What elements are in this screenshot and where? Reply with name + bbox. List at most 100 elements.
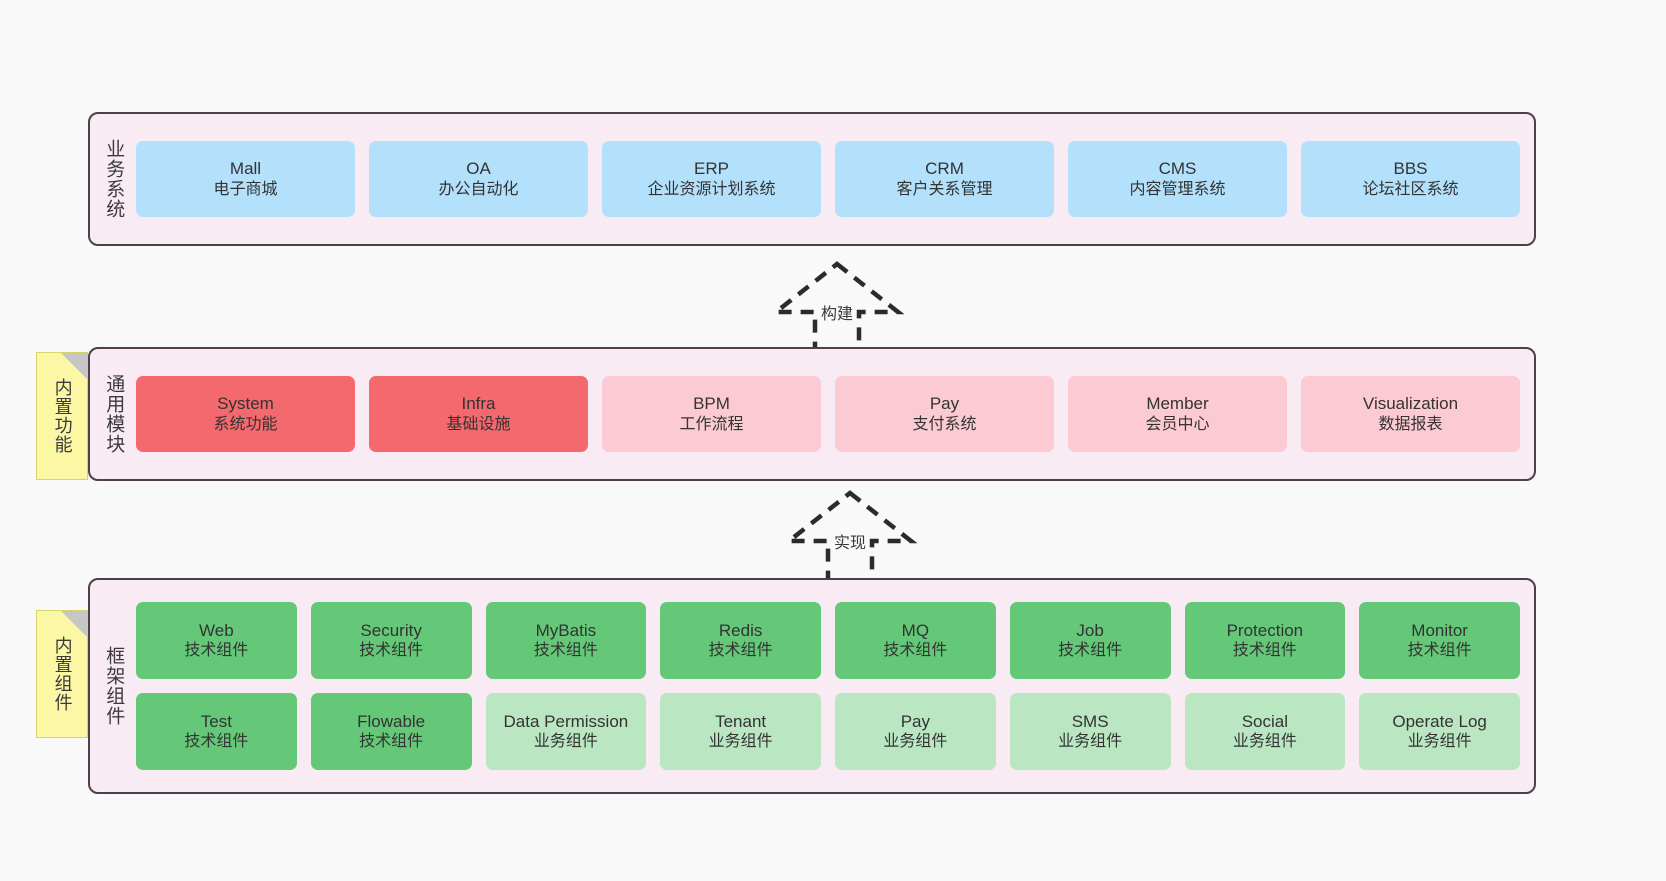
node-subtitle: 技术组件 — [883, 642, 948, 660]
node-title: Infra — [461, 394, 496, 414]
node-subtitle: 业务组件 — [883, 733, 948, 751]
node-tenant[interactable]: Tenant 业务组件 — [660, 693, 821, 770]
node-subtitle: 业务组件 — [1407, 733, 1472, 751]
connector-build: 构建 — [762, 258, 912, 355]
layer-body-common-modules: System 系统功能 Infra 基础设施 BPM 工作流程 Pay 支付系统… — [136, 349, 1534, 479]
node-subtitle: 论坛社区系统 — [1362, 180, 1459, 198]
connector-label-build: 构建 — [820, 306, 853, 323]
node-protection[interactable]: Protection 技术组件 — [1184, 602, 1346, 679]
node-bpm[interactable]: BPM 工作流程 — [602, 376, 821, 452]
node-oa[interactable]: OA 办公自动化 — [369, 141, 588, 217]
layer-title-framework-components: 框架组件 — [103, 646, 125, 726]
note-built-in-components[interactable]: 内置组件 — [36, 610, 88, 738]
node-title: MyBatis — [535, 620, 597, 640]
node-social[interactable]: Social 业务组件 — [1184, 693, 1346, 770]
node-monitor[interactable]: Monitor 技术组件 — [1359, 602, 1520, 679]
node-system[interactable]: System 系统功能 — [136, 376, 355, 452]
node-row: Test 技术组件 Flowable 技术组件 Data Permission … — [136, 693, 1520, 770]
node-sms[interactable]: SMS 业务组件 — [1009, 693, 1171, 770]
page-fold-icon — [61, 611, 87, 637]
node-infra[interactable]: Infra 基础设施 — [369, 376, 588, 452]
layer-framework-components: 框架组件 Web 技术组件 Security 技术组件 MyBatis 技术组件 — [88, 578, 1536, 794]
node-subtitle: 数据报表 — [1378, 415, 1443, 433]
node-cms[interactable]: CMS 内容管理系统 — [1068, 141, 1287, 217]
node-title: Job — [1076, 620, 1104, 640]
node-member[interactable]: Member 会员中心 — [1068, 376, 1287, 452]
note-text: 内置功能 — [52, 378, 73, 454]
layer-body-business-systems: Mall 电子商城 OA 办公自动化 ERP 企业资源计划系统 CRM 客户关系… — [136, 114, 1534, 244]
node-crm[interactable]: CRM 客户关系管理 — [835, 141, 1054, 217]
node-title: Data Permission — [503, 711, 629, 731]
node-subtitle: 技术组件 — [533, 642, 598, 660]
node-title: Test — [200, 711, 232, 731]
connector-label-implement: 实现 — [833, 535, 866, 552]
node-title: OA — [466, 159, 491, 179]
node-title: System — [217, 394, 274, 414]
layer-business-systems: 业务系统 Mall 电子商城 OA 办公自动化 ERP 企业资源计划系统 CRM… — [88, 112, 1536, 246]
node-subtitle: 支付系统 — [912, 415, 977, 433]
layer-title-business-systems: 业务系统 — [103, 139, 125, 219]
node-subtitle: 业务组件 — [1232, 733, 1297, 751]
node-subtitle: 业务组件 — [533, 733, 598, 751]
node-pay-component[interactable]: Pay 业务组件 — [835, 693, 996, 770]
connector-implement: 实现 — [775, 487, 925, 584]
node-mybatis[interactable]: MyBatis 技术组件 — [485, 602, 647, 679]
node-redis[interactable]: Redis 技术组件 — [660, 602, 821, 679]
node-subtitle: 企业资源计划系统 — [647, 180, 776, 198]
node-pay-module[interactable]: Pay 支付系统 — [835, 376, 1054, 452]
node-security[interactable]: Security 技术组件 — [310, 602, 472, 679]
node-subtitle: 系统功能 — [213, 415, 278, 433]
node-test[interactable]: Test 技术组件 — [136, 693, 297, 770]
node-visualization[interactable]: Visualization 数据报表 — [1301, 376, 1520, 452]
node-bbs[interactable]: BBS 论坛社区系统 — [1301, 141, 1520, 217]
node-data-permission[interactable]: Data Permission 业务组件 — [485, 693, 647, 770]
node-title: Member — [1146, 394, 1209, 414]
layer-common-modules: 通用模块 System 系统功能 Infra 基础设施 BPM 工作流程 Pay… — [88, 347, 1536, 481]
node-subtitle: 技术组件 — [184, 642, 249, 660]
node-title: Pay — [929, 394, 960, 414]
node-row: Mall 电子商城 OA 办公自动化 ERP 企业资源计划系统 CRM 客户关系… — [136, 141, 1520, 217]
node-title: Operate Log — [1392, 711, 1487, 731]
node-title: CMS — [1158, 159, 1197, 179]
node-title: BPM — [693, 394, 730, 414]
node-erp[interactable]: ERP 企业资源计划系统 — [602, 141, 821, 217]
node-subtitle: 基础设施 — [446, 415, 511, 433]
node-title: Visualization — [1362, 394, 1459, 414]
node-title: ERP — [694, 159, 729, 179]
node-subtitle: 技术组件 — [1232, 642, 1297, 660]
node-subtitle: 会员中心 — [1145, 415, 1210, 433]
node-subtitle: 办公自动化 — [438, 180, 519, 198]
node-title: Tenant — [715, 711, 767, 731]
node-operate-log[interactable]: Operate Log 业务组件 — [1359, 693, 1520, 770]
node-subtitle: 工作流程 — [679, 415, 744, 433]
node-title: Web — [199, 620, 234, 640]
node-subtitle: 业务组件 — [708, 733, 773, 751]
node-title: MQ — [901, 620, 930, 640]
node-title: CRM — [925, 159, 964, 179]
node-title: Security — [360, 620, 422, 640]
node-row: System 系统功能 Infra 基础设施 BPM 工作流程 Pay 支付系统… — [136, 376, 1520, 452]
layer-body-framework-components: Web 技术组件 Security 技术组件 MyBatis 技术组件 Redi… — [136, 580, 1534, 792]
node-rows: Web 技术组件 Security 技术组件 MyBatis 技术组件 Redi… — [136, 580, 1520, 792]
node-web[interactable]: Web 技术组件 — [136, 602, 297, 679]
node-row: Web 技术组件 Security 技术组件 MyBatis 技术组件 Redi… — [136, 602, 1520, 679]
node-subtitle: 技术组件 — [1058, 642, 1123, 660]
node-subtitle: 技术组件 — [708, 642, 773, 660]
note-built-in-features[interactable]: 内置功能 — [36, 352, 88, 480]
node-title: Monitor — [1411, 620, 1468, 640]
node-title: Social — [1241, 711, 1289, 731]
node-subtitle: 技术组件 — [359, 642, 424, 660]
node-mq[interactable]: MQ 技术组件 — [835, 602, 996, 679]
node-mall[interactable]: Mall 电子商城 — [136, 141, 355, 217]
node-title: Mall — [229, 159, 262, 179]
node-subtitle: 内容管理系统 — [1129, 180, 1226, 198]
page-fold-icon — [61, 353, 87, 379]
node-subtitle: 客户关系管理 — [896, 180, 993, 198]
node-job[interactable]: Job 技术组件 — [1009, 602, 1171, 679]
note-text: 内置组件 — [52, 636, 73, 712]
node-title: Redis — [718, 620, 763, 640]
node-flowable[interactable]: Flowable 技术组件 — [310, 693, 472, 770]
node-title: Protection — [1226, 620, 1304, 640]
node-subtitle: 技术组件 — [1407, 642, 1472, 660]
